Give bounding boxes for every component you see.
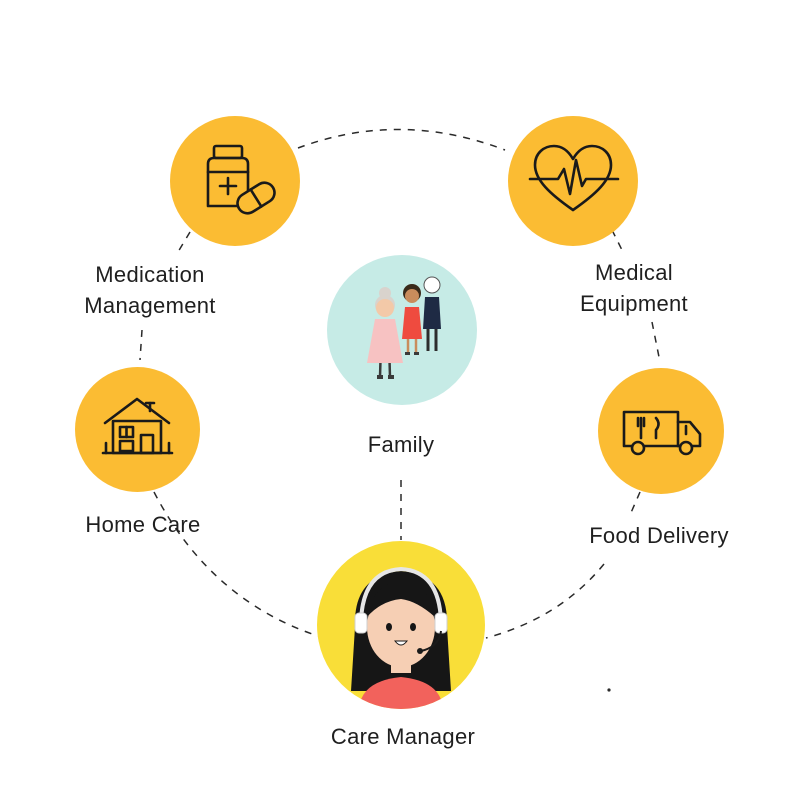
ring-arc-lower-left	[153, 491, 319, 637]
label-line: Food Delivery	[589, 523, 729, 548]
label-line: Medical	[595, 260, 673, 285]
medication-management-node	[170, 116, 300, 246]
ring-arc-left	[139, 329, 143, 361]
label-line: Management	[84, 293, 216, 318]
medical-equipment-label: Medical Equipment	[534, 257, 734, 319]
house-icon	[101, 397, 174, 455]
label-line: Care Manager	[330, 724, 476, 749]
medication-management-label: Medication Management	[50, 259, 250, 321]
ring-arc-right	[651, 321, 661, 363]
man-figure	[423, 276, 441, 351]
stray-dot	[607, 688, 611, 692]
family-label: Family	[301, 429, 501, 460]
family-node	[327, 255, 477, 405]
food-truck-icon	[622, 410, 702, 456]
medicine-bottle-pill-icon	[206, 144, 276, 215]
heart-pulse-icon	[528, 144, 620, 212]
home-care-label: Home Care	[43, 509, 243, 540]
ring-arc-upper-right	[611, 229, 623, 251]
ring-arc-bottom-right	[485, 563, 605, 639]
food-delivery-node	[598, 368, 724, 494]
label-line: Medication	[95, 262, 205, 287]
home-care-node	[75, 367, 200, 492]
medical-equipment-node	[508, 116, 638, 246]
ring-arc-top	[297, 128, 506, 151]
food-delivery-label: Food Delivery	[559, 520, 759, 551]
grandmother-figure	[367, 287, 403, 379]
care-manager-node	[317, 541, 485, 709]
care-manager-label: Care Manager	[303, 721, 503, 752]
family-group-illustration	[367, 276, 441, 379]
customer-support-agent-avatar	[351, 566, 451, 709]
label-line: Family	[367, 432, 435, 457]
ring-arc-upper-left	[177, 231, 191, 253]
label-line: Home Care	[85, 512, 201, 537]
label-line: Equipment	[580, 291, 688, 316]
daughter-figure	[402, 284, 422, 355]
ring-arc-lower-right	[629, 491, 641, 516]
